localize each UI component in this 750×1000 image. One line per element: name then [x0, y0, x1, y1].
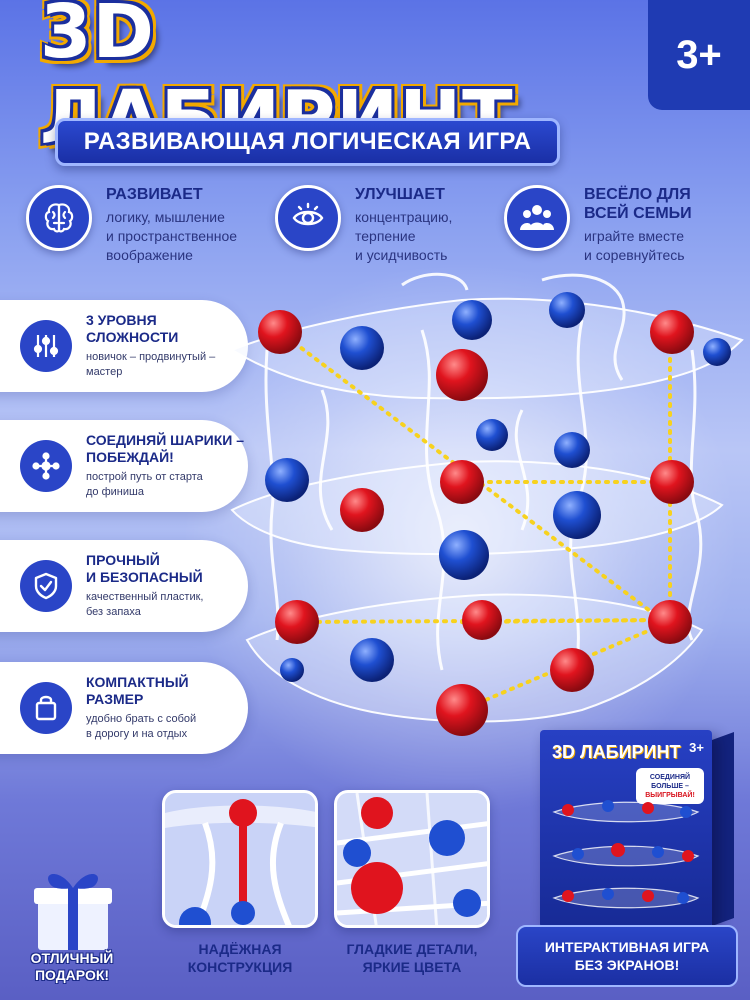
product-box: 3D ЛАБИРИНТ 3+ СОЕДИНЯЙ БОЛЬШЕ – ВЫИГРЫВ… — [540, 730, 712, 928]
card-desc: в дорогу и на отдых — [86, 728, 188, 740]
card-title: КОМПАКТНЫЙ — [86, 674, 189, 690]
photo-caption: ГЛАДКИЕ ДЕТАЛИ, ЯРКИЕ ЦВЕТА — [332, 932, 492, 984]
card-desc: удобно брать с собой — [86, 713, 197, 725]
card-title: И БЕЗОПАСНЫЙ — [86, 569, 203, 585]
feature-title: ВЕСЁЛО ДЛЯ — [584, 186, 691, 203]
card-desc: до финиша — [86, 486, 144, 498]
age-badge: 3+ — [648, 0, 750, 110]
eye-icon — [275, 185, 341, 251]
feature-desc-line: играйте вместе — [584, 228, 684, 244]
feature-desc-line: и соревнуйтесь — [584, 247, 685, 263]
card-title: 3 УРОВНЯ — [86, 312, 157, 328]
feature-desc-line: и усидчивость — [355, 247, 448, 263]
no-screens-banner: ИНТЕРАКТИВНАЯ ИГРА БЕЗ ЭКРАНОВ! — [516, 925, 738, 987]
feature-desc-line: логику, мышление — [106, 209, 225, 225]
product-title: 3D ЛАБИРИНТ — [40, 0, 513, 161]
feature-title: ВСЕЙ СЕМЬИ — [584, 205, 692, 222]
feature-family: ВЕСЁЛО ДЛЯ ВСЕЙ СЕМЬИ играйте вместе и с… — [504, 185, 692, 265]
feature-desc-line: концентрацию, — [355, 209, 453, 225]
gift-label-line: ПОДАРОК! — [34, 967, 110, 983]
box-sticker-line: СОЕДИНЯЙ — [649, 774, 691, 781]
box-sticker-line: БОЛЬШЕ – — [651, 783, 689, 790]
caption-line: ЯРКИЕ ЦВЕТА — [362, 959, 462, 975]
caption-line: КОНСТРУКЦИЯ — [187, 959, 293, 975]
card-safe: ПРОЧНЫЙ И БЕЗОПАСНЫЙ качественный пласти… — [0, 540, 248, 632]
gift-label: ОТЛИЧНЫЙ ПОДАРОК! — [6, 950, 138, 984]
card-desc: качественный пластик, — [86, 591, 204, 603]
caption-line: НАДЁЖНАЯ — [198, 941, 282, 957]
subtitle-banner: РАЗВИВАЮЩАЯ ЛОГИЧЕСКАЯ ИГРА — [55, 118, 560, 166]
card-title: РАЗМЕР — [86, 691, 144, 707]
photo-details — [334, 790, 490, 928]
shield-check-icon — [20, 560, 72, 612]
bag-icon — [20, 682, 72, 734]
card-desc: построй путь от старта — [86, 471, 203, 483]
box-sticker-line: ВЫИГРЫВАЙ! — [645, 792, 695, 799]
feature-title: РАЗВИВАЕТ — [106, 186, 203, 203]
card-title: ПРОЧНЫЙ — [86, 552, 160, 568]
card-title: СЛОЖНОСТИ — [86, 329, 179, 345]
feature-desc-line: и пространственное — [106, 228, 238, 244]
card-levels: 3 УРОВНЯ СЛОЖНОСТИ новичок – продвинутый… — [0, 300, 248, 392]
brain-icon — [26, 185, 92, 251]
maze-illustration — [229, 272, 744, 736]
card-connect: СОЕДИНЯЙ ШАРИКИ – ПОБЕЖДАЙ! построй путь… — [0, 420, 248, 512]
card-desc: новичок – продвинутый – мастер — [86, 351, 216, 378]
box-side — [712, 731, 734, 926]
gift-label-line: ОТЛИЧНЫЙ — [30, 950, 114, 966]
feature-improves: УЛУЧШАЕТ концентрацию, терпение и усидчи… — [275, 185, 452, 265]
box-title: 3D ЛАБИРИНТ — [552, 742, 681, 762]
caption-line: ГЛАДКИЕ ДЕТАЛИ, — [346, 941, 478, 957]
feature-desc-line: воображение — [106, 247, 193, 263]
card-title: СОЕДИНЯЙ ШАРИКИ – — [86, 432, 245, 448]
banner-line: ИНТЕРАКТИВНАЯ ИГРА — [544, 939, 710, 955]
gift-icon — [34, 874, 112, 950]
family-icon — [504, 185, 570, 251]
photo-construction — [162, 790, 318, 928]
card-title: ПОБЕЖДАЙ! — [86, 449, 174, 465]
box-sticker: СОЕДИНЯЙ БОЛЬШЕ – ВЫИГРЫВАЙ! — [636, 768, 704, 804]
box-maze-image — [552, 800, 700, 909]
feature-desc-line: терпение — [355, 228, 416, 244]
feature-develops: РАЗВИВАЕТ логику, мышление и пространств… — [26, 185, 237, 265]
photo-caption: НАДЁЖНАЯ КОНСТРУКЦИЯ — [160, 932, 320, 984]
levels-icon — [20, 320, 72, 372]
card-desc: без запаха — [86, 606, 141, 618]
card-compact: КОМПАКТНЫЙ РАЗМЕР удобно брать с собой в… — [0, 662, 248, 754]
box-age: 3+ — [689, 740, 704, 755]
feature-title: УЛУЧШАЕТ — [355, 186, 445, 203]
connect-icon — [20, 440, 72, 492]
banner-line: БЕЗ ЭКРАНОВ! — [574, 957, 680, 973]
